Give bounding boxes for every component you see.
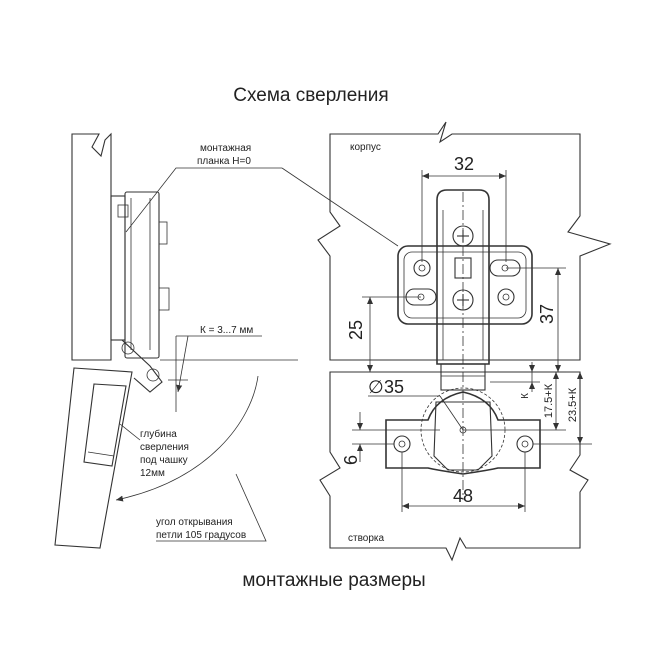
mount-plate-leader-left xyxy=(125,167,282,233)
depth-label-2: сверления xyxy=(140,442,189,453)
stvorka-panel xyxy=(319,371,589,562)
dim-k-label: К xyxy=(520,393,531,399)
dimension-diameter-35 xyxy=(368,395,464,431)
depth-leader xyxy=(119,423,141,441)
mount-plate-label-1: монтажная xyxy=(200,143,251,154)
dimension-17-5-k xyxy=(463,372,566,431)
angle-leader xyxy=(156,473,267,542)
diameter-symbol: ∅ xyxy=(368,377,384,397)
cup-screw-left xyxy=(393,435,411,453)
dimension-23-5-k xyxy=(533,372,592,445)
dim-25-label: 25 xyxy=(346,320,366,340)
cup-screw-right xyxy=(516,435,534,453)
dim-6-label: 6 xyxy=(341,455,361,465)
opening-angle-arc xyxy=(115,375,259,502)
hinge-arm-top xyxy=(436,189,490,391)
dimension-25 xyxy=(362,296,421,372)
depth-label-3: под чашку xyxy=(140,455,188,466)
door-panel-open xyxy=(54,367,133,549)
dimension-32 xyxy=(421,170,507,262)
angle-label-2: петли 105 градусов xyxy=(156,530,246,541)
dim-37-label: 37 xyxy=(537,304,557,324)
dim-23-5-k-label: 23.5+К xyxy=(567,387,579,422)
depth-label-4: 12мм xyxy=(140,468,165,479)
dim-35-label: 35 xyxy=(384,377,404,397)
dimension-6 xyxy=(352,412,440,462)
korpus-label: корпус xyxy=(350,142,381,153)
mount-plate-label-2: планка Н=0 xyxy=(197,156,251,167)
korpus-panel xyxy=(317,121,612,361)
mount-plate-leader-right xyxy=(281,167,399,247)
dim-32-label: 32 xyxy=(454,154,474,174)
adjust-screw-bottom xyxy=(452,289,474,311)
dim-48-label: 48 xyxy=(453,486,473,506)
dimension-48 xyxy=(401,452,526,512)
dimension-k xyxy=(490,362,540,392)
title-bottom: монтажные размеры xyxy=(242,570,425,591)
cabinet-side-panel xyxy=(71,132,112,361)
adjust-screw-top xyxy=(452,225,474,247)
hinge-side-view xyxy=(110,191,170,393)
k-label: К = 3...7 мм xyxy=(200,325,253,336)
stvorka-label: створка xyxy=(348,533,384,544)
k-distance-marker xyxy=(168,335,262,412)
depth-label-1: глубина xyxy=(140,428,177,440)
title-top: Схема сверления xyxy=(233,85,388,106)
angle-label-1: угол открывания xyxy=(156,517,233,528)
dim-17-5-k-label: 17.5+К xyxy=(543,383,555,418)
